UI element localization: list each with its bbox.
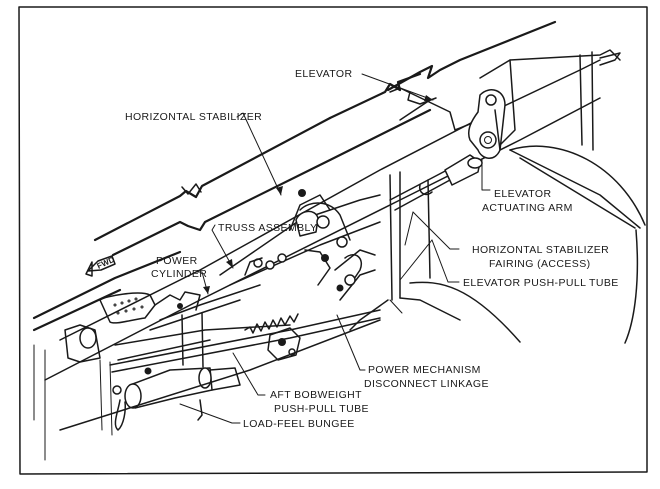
labels: ELEVATOR HORIZONTAL STABILIZER TRUSS ASS… (125, 68, 619, 430)
label-power-cylinder-1: POWER (156, 255, 198, 267)
break-symbols (181, 183, 202, 195)
bulkhead (33, 324, 113, 461)
elevator-actuating-arm (467, 89, 506, 159)
label-elevator-push-pull-tube: ELEVATOR PUSH-PULL TUBE (463, 277, 619, 289)
frame-border (18, 6, 648, 475)
elevator-structure (328, 20, 641, 229)
aft-bobweight-push-pull-tube (59, 309, 381, 431)
label-power-cylinder-2: CYLINDER (151, 268, 207, 280)
load-feel-bungee (112, 367, 241, 431)
label-elevator-actuating-arm-2: ACTUATING ARM (482, 202, 573, 214)
label-elevator-actuating-arm-1: ELEVATOR (494, 188, 551, 200)
fwd-direction-marker: FWD (85, 255, 116, 277)
label-elevator: ELEVATOR (295, 68, 352, 80)
label-aft-bobweight-2: PUSH-PULL TUBE (274, 403, 369, 415)
label-load-feel-bungee: LOAD-FEEL BUNGEE (243, 418, 355, 430)
label-power-mechanism-1: POWER MECHANISM (368, 364, 481, 376)
vertical-posts (349, 171, 461, 331)
spring (244, 313, 299, 334)
fairing-curves (389, 145, 646, 344)
perforated-plate (99, 292, 156, 324)
label-truss-assembly: TRUSS ASSEMBLY (218, 222, 317, 234)
label-hs-fairing-2: FAIRING (ACCESS) (489, 258, 591, 270)
label-hs-fairing-1: HORIZONTAL STABILIZER (472, 244, 609, 256)
elevator-push-pull-tube (389, 154, 483, 211)
power-mechanism-disconnect-linkage (267, 327, 301, 361)
label-power-mechanism-2: DISCONNECT LINKAGE (364, 378, 489, 390)
leader-lines (179, 73, 491, 424)
truss-assembly (219, 189, 381, 301)
label-aft-bobweight-1: AFT BOBWEIGHT (270, 389, 362, 401)
label-horizontal-stabilizer: HORIZONTAL STABILIZER (125, 111, 262, 123)
power-cylinder (114, 284, 291, 368)
